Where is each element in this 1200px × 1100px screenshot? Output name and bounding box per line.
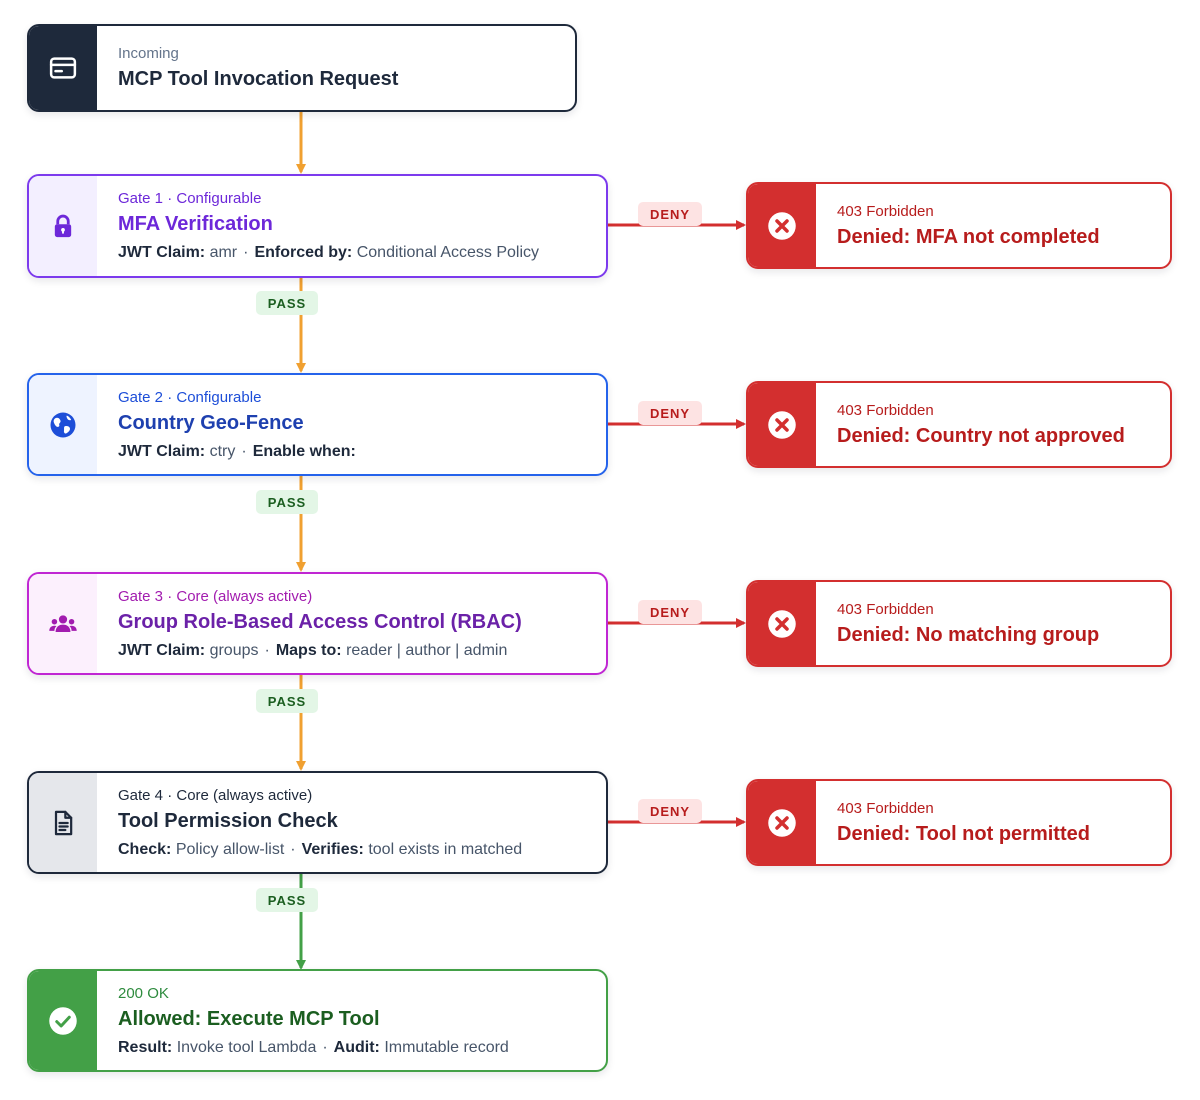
users-icon (49, 614, 77, 632)
gate-3-meta-val-1: groups (209, 641, 259, 659)
gate-2-subtitle: Gate 2 · Configurable (118, 388, 262, 406)
gate-1-denied-title: Denied: MFA not completed (837, 225, 1100, 248)
allowed-icon-panel (29, 971, 97, 1070)
globe-icon (50, 412, 76, 437)
allowed-meta: Result: Invoke tool Lambda·Audit: Immuta… (118, 1038, 509, 1056)
x-circle-icon (768, 211, 796, 240)
gate-1-meta: JWT Claim: amr·Enforced by: Conditional … (118, 244, 540, 261)
gate-2-meta-key-2: Enable when: (252, 442, 356, 460)
gate-1-denied-status: 403 Forbidden (837, 202, 934, 220)
gate-3-denied-icon-panel (748, 582, 816, 665)
gate-1-denied-icon-panel (748, 184, 816, 267)
gate-1-denied-card: 403 Forbidden Denied: MFA not completed (746, 182, 1172, 269)
gate-4-title: Tool Permission Check (118, 809, 338, 832)
gate-4-subtitle: Gate 4 · Core (always active) (118, 786, 313, 804)
gate-3-meta: JWT Claim: groups·Maps to: reader | auth… (118, 641, 508, 659)
gate-3-meta-key-1: JWT Claim: (118, 641, 206, 659)
gate-4-meta-key-2: Verifies: (301, 840, 364, 858)
request-card: Incoming MCP Tool Invocation Request (27, 24, 577, 112)
gate-1-pass-badge: PASS (256, 291, 318, 315)
gate-2-meta: JWT Claim: ctry·Enable when: (118, 442, 356, 460)
gate-4-denied-card: 403 Forbidden Denied: Tool not permitted (746, 779, 1172, 866)
x-circle-icon (768, 609, 796, 638)
x-circle-icon (768, 808, 796, 837)
gate-3-card: Gate 3 · Core (always active) Group Role… (27, 572, 608, 675)
allowed-meta-key-1: Result: (118, 1038, 173, 1056)
gate-3-denied-status: 403 Forbidden (837, 600, 934, 618)
request-subtitle: Incoming (118, 45, 179, 62)
request-icon-panel (29, 26, 97, 110)
gate-2-meta-key-1: JWT Claim: (118, 442, 206, 460)
gate-4-denied-icon-panel (748, 781, 816, 864)
gate-1-meta-val-1: amr (209, 244, 238, 261)
gate-1-subtitle: Gate 1 · Configurable (118, 190, 262, 207)
allowed-meta-key-2: Audit: (333, 1038, 380, 1056)
gate-1-icon-panel (29, 176, 97, 276)
gate-2-denied-status: 403 Forbidden (837, 401, 934, 419)
document-icon (54, 810, 73, 835)
gate-1-meta-key-2: Enforced by: (254, 244, 353, 261)
gate-2-pass-badge: PASS (256, 490, 318, 514)
gate-1-deny-badge: DENY (638, 202, 702, 226)
request-title: MCP Tool Invocation Request (118, 68, 399, 90)
allowed-card: 200 OK Allowed: Execute MCP Tool Result:… (27, 969, 608, 1072)
gate-3-deny-badge: DENY (638, 600, 702, 624)
gate-3-denied-card: 403 Forbidden Denied: No matching group (746, 580, 1172, 667)
gate-3-title: Group Role-Based Access Control (RBAC) (118, 610, 522, 633)
gate-2-title: Country Geo-Fence (118, 411, 304, 434)
gate-4-card: Gate 4 · Core (always active) Tool Permi… (27, 771, 608, 874)
gate-4-denied-title: Denied: Tool not permitted (837, 822, 1090, 845)
gate-3-meta-key-2: Maps to: (275, 641, 342, 659)
gate-2-deny-badge: DENY (638, 401, 702, 425)
gate-1-card: Gate 1 · Configurable MFA Verification J… (27, 174, 608, 278)
gate-1-meta-val-2: Conditional Access Policy (356, 244, 540, 261)
gate-4-meta-key-1: Check: (118, 840, 172, 858)
gate-2-denied-icon-panel (748, 383, 816, 466)
lock-icon (54, 214, 72, 238)
allowed-status: 200 OK (118, 984, 169, 1002)
gate-4-pass-badge: PASS (256, 888, 318, 912)
gate-2-meta-val-1: ctry (209, 442, 236, 460)
gate-2-card: Gate 2 · Configurable Country Geo-Fence … (27, 373, 608, 476)
gate-3-pass-badge: PASS (256, 689, 318, 713)
gate-3-subtitle: Gate 3 · Core (always active) (118, 587, 313, 605)
allowed-meta-val-2: Immutable record (384, 1038, 509, 1056)
gate-3-icon-panel (29, 574, 97, 673)
gate-2-icon-panel (29, 375, 97, 474)
gate-3-denied-title: Denied: No matching group (837, 623, 1100, 646)
allowed-meta-val-1: Invoke tool Lambda (176, 1038, 317, 1056)
gate-2-denied-title: Denied: Country not approved (837, 424, 1125, 447)
card-icon (49, 57, 77, 79)
gate-4-denied-status: 403 Forbidden (837, 799, 934, 817)
allowed-title: Allowed: Execute MCP Tool (118, 1007, 380, 1030)
gate-1-title: MFA Verification (118, 213, 273, 235)
gate-1-meta-key-1: JWT Claim: (118, 244, 206, 261)
gate-4-meta-val-2: tool exists in matched (368, 840, 523, 858)
check-circle-icon (49, 1006, 77, 1035)
gate-3-meta-val-2: reader | author | admin (346, 641, 508, 659)
gate-4-meta: Check: Policy allow-list·Verifies: tool … (118, 840, 523, 858)
x-circle-icon (768, 410, 796, 439)
gate-2-denied-card: 403 Forbidden Denied: Country not approv… (746, 381, 1172, 468)
gate-4-icon-panel (29, 773, 97, 872)
gate-4-meta-val-1: Policy allow-list (175, 840, 285, 858)
gate-4-deny-badge: DENY (638, 799, 702, 823)
